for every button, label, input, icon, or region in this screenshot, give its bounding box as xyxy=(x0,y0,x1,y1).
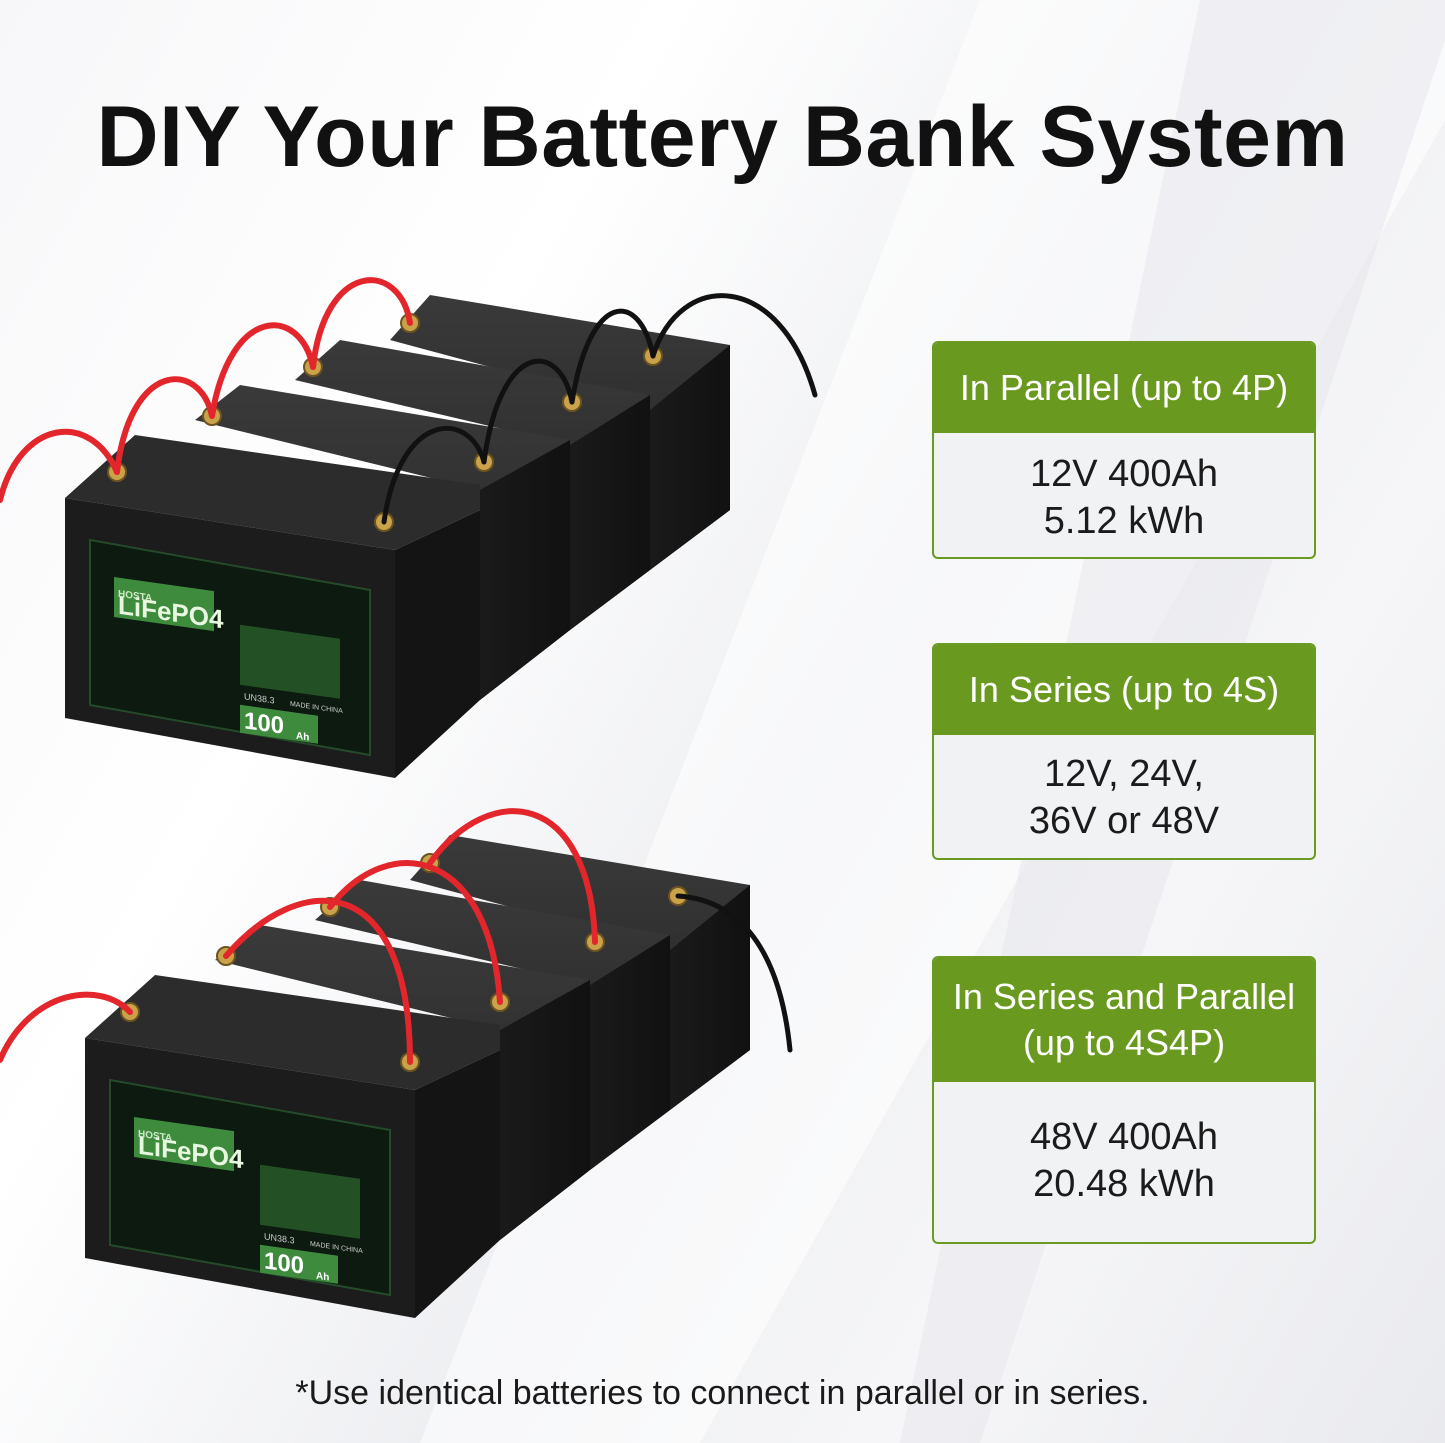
battery-cert-label-b: UN38.3 xyxy=(264,1231,294,1245)
card-series-body: 12V, 24V, 36V or 48V xyxy=(934,735,1314,845)
card-parallel-line-2: 5.12 kWh xyxy=(1043,500,1205,542)
battery-bank-parallel: HOSTA LiFePO4 UN38.3 MADE IN CHINA 100 A… xyxy=(0,277,818,778)
battery-cert-label: UN38.3 xyxy=(244,691,274,705)
card-series-parallel-heading-line-1: In Series and Parallel xyxy=(952,976,1296,1017)
card-parallel-line-1: 12V 400Ah xyxy=(1029,453,1219,495)
battery-brand-label: HOSTA xyxy=(118,589,152,605)
battery-bank-series: HOSTA LiFePO4 UN38.3 MADE IN CHINA 100 A… xyxy=(0,808,793,1318)
card-parallel-body: 12V 400Ah 5.12 kWh xyxy=(934,433,1314,545)
battery-back-3b xyxy=(315,880,670,1170)
card-series: In Series (up to 4S) 12V, 24V, 36V or 48… xyxy=(932,643,1316,860)
card-series-heading-line: In Series (up to 4S) xyxy=(968,669,1280,710)
footnote: *Use identical batteries to connect in p… xyxy=(295,1374,1150,1412)
card-series-heading: In Series (up to 4S) xyxy=(934,645,1314,735)
battery-brand-label-b: HOSTA xyxy=(138,1129,172,1145)
battery-capacity-label-b: 100 xyxy=(264,1247,304,1279)
card-series-parallel-line-2: 20.48 kWh xyxy=(1033,1163,1215,1205)
battery-back-3 xyxy=(295,340,650,630)
battery-front-b: HOSTA LiFePO4 UN38.3 MADE IN CHINA 100 A… xyxy=(85,975,500,1318)
card-series-parallel-heading-line-2: (up to 4S4P) xyxy=(1022,1022,1226,1063)
battery-back-4b xyxy=(410,835,750,1110)
card-parallel: In Parallel (up to 4P) 12V 400Ah 5.12 kW… xyxy=(932,341,1316,559)
card-series-parallel-heading: In Series and Parallel (up to 4S4P) xyxy=(934,958,1314,1082)
battery-back-4 xyxy=(390,295,730,570)
card-series-parallel-body: 48V 400Ah 20.48 kWh xyxy=(934,1082,1314,1208)
red-cables-top-bank xyxy=(0,277,413,503)
card-series-parallel-line-1: 48V 400Ah xyxy=(1029,1116,1219,1158)
battery-capacity-unit: Ah xyxy=(296,731,309,744)
red-cables-bottom-bank xyxy=(0,808,598,1065)
battery-capacity-label: 100 xyxy=(244,707,284,739)
black-cables-bottom-bank xyxy=(675,893,793,1053)
card-parallel-heading: In Parallel (up to 4P) xyxy=(934,343,1314,433)
card-parallel-heading-line: In Parallel (up to 4P) xyxy=(959,367,1289,408)
card-series-line-1: 12V, 24V, xyxy=(1044,753,1204,795)
battery-bank-illustration: HOSTA LiFePO4 UN38.3 MADE IN CHINA 100 A… xyxy=(0,277,818,1318)
card-series-line-2: 36V or 48V xyxy=(1028,800,1220,842)
battery-front: HOSTA LiFePO4 UN38.3 MADE IN CHINA 100 A… xyxy=(65,435,480,778)
battery-capacity-unit-b: Ah xyxy=(316,1271,329,1284)
black-cables-top-bank xyxy=(381,293,818,525)
card-series-parallel: In Series and Parallel (up to 4S4P) 48V … xyxy=(932,956,1316,1244)
page-title: DIY Your Battery Bank System xyxy=(96,89,1349,185)
